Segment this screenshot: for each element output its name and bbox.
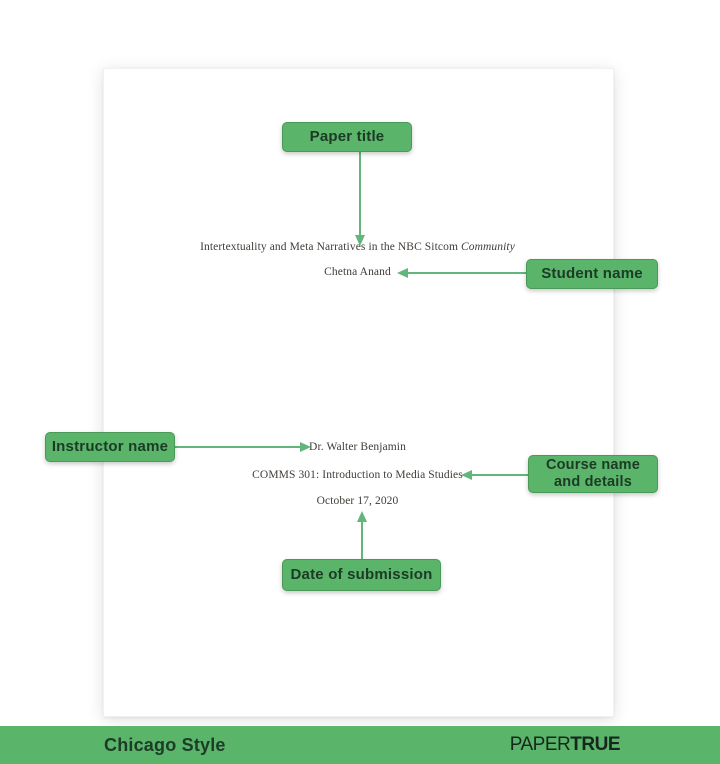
student-name-text: Chetna Anand xyxy=(324,266,391,278)
course-name-label: Course name and details xyxy=(528,455,658,493)
course-name-text: COMMS 301: Introduction to Media Studies xyxy=(252,469,463,481)
submission-date-text: October 17, 2020 xyxy=(316,495,399,507)
instructor-name-label: Instructor name xyxy=(45,432,175,462)
paper-title-main: Intertextuality and Meta Narratives in t… xyxy=(200,241,461,253)
papertrue-logo-true: TRUE xyxy=(570,734,620,755)
paper-title-text: Intertextuality and Meta Narratives in t… xyxy=(103,240,612,254)
date-of-submission-label: Date of submission xyxy=(282,559,441,591)
title-page-mockup xyxy=(103,68,614,717)
paper-title-label: Paper title xyxy=(282,122,412,152)
paper-title-italic: Community xyxy=(460,241,515,253)
instructor-name-text: Dr. Walter Benjamin xyxy=(309,441,406,453)
style-name-title: Chicago Style xyxy=(104,734,226,755)
papertrue-logo-paper: PAPER xyxy=(509,734,571,755)
student-name-label: Student name xyxy=(526,259,658,289)
